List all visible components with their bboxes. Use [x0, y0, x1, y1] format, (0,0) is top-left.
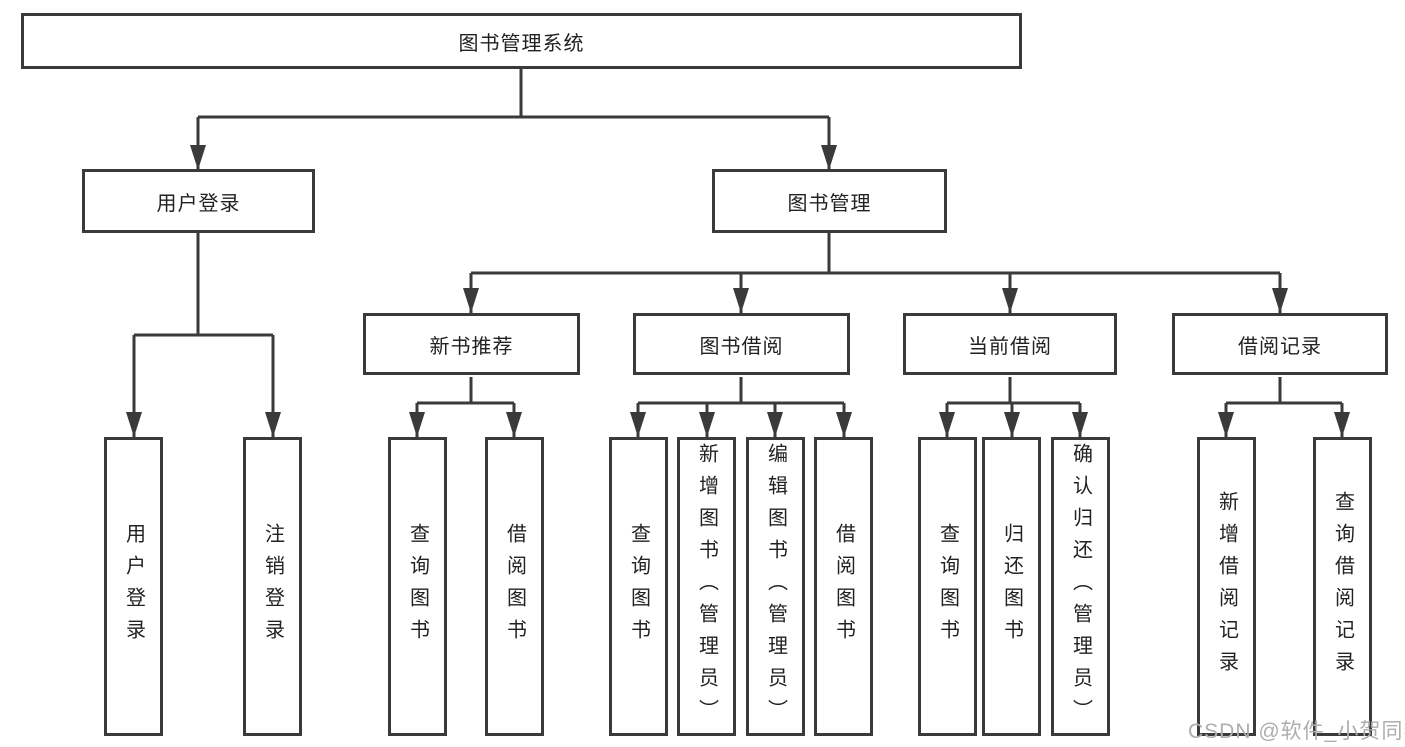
leaf-label: 新增图书（管理员）	[695, 442, 718, 731]
node-book-borrow: 图书借阅	[633, 313, 850, 375]
leaf-label: 查询图书	[936, 522, 959, 651]
leaf-borrow-books: 借阅图书	[814, 437, 873, 736]
node-current-borrow: 当前借阅	[903, 313, 1117, 375]
leaf-label: 新增借阅记录	[1215, 490, 1238, 683]
leaf-label: 用户登录	[122, 522, 145, 651]
leaf-return-books: 归还图书	[982, 437, 1041, 736]
leaf-label: 借阅图书	[503, 522, 526, 651]
node-root: 图书管理系统	[21, 13, 1022, 69]
node-borrow-records-label: 借阅记录	[1238, 335, 1322, 358]
leaf-query-books-recommend: 查询图书	[388, 437, 447, 736]
leaf-query-books-borrow: 查询图书	[609, 437, 668, 736]
leaf-query-books-current: 查询图书	[918, 437, 977, 736]
leaf-label: 查询图书	[627, 522, 650, 651]
leaf-label: 注销登录	[261, 522, 284, 651]
leaf-query-borrow-record: 查询借阅记录	[1313, 437, 1372, 736]
leaf-label: 确认归还（管理员）	[1069, 442, 1092, 731]
watermark: CSDN @软件_小贺同学	[1188, 720, 1405, 743]
leaf-add-borrow-record: 新增借阅记录	[1197, 437, 1256, 736]
node-book-management-label: 图书管理	[787, 192, 872, 215]
leaf-label: 查询借阅记录	[1331, 490, 1354, 683]
leaf-add-books-admin: 新增图书（管理员）	[677, 437, 736, 736]
leaf-logout: 注销登录	[243, 437, 302, 736]
node-current-borrow-label: 当前借阅	[968, 335, 1052, 358]
leaf-confirm-return-admin: 确认归还（管理员）	[1051, 437, 1110, 736]
leaf-label: 归还图书	[1000, 522, 1023, 651]
leaf-label: 查询图书	[406, 522, 429, 651]
node-book-management: 图书管理	[712, 169, 947, 233]
leaf-label: 编辑图书（管理员）	[764, 442, 787, 731]
leaf-user-login: 用户登录	[104, 437, 163, 736]
node-book-borrow-label: 图书借阅	[699, 335, 784, 358]
node-new-book-recommend-label: 新书推荐	[429, 335, 514, 358]
node-new-book-recommend: 新书推荐	[363, 313, 580, 375]
node-user-login: 用户登录	[82, 169, 315, 233]
leaf-edit-books-admin: 编辑图书（管理员）	[746, 437, 805, 736]
leaf-borrow-books-recommend: 借阅图书	[485, 437, 544, 736]
node-borrow-records: 借阅记录	[1172, 313, 1388, 375]
leaf-label: 借阅图书	[832, 522, 855, 651]
node-user-login-label: 用户登录	[156, 192, 241, 215]
node-root-label: 图书管理系统	[458, 32, 585, 55]
